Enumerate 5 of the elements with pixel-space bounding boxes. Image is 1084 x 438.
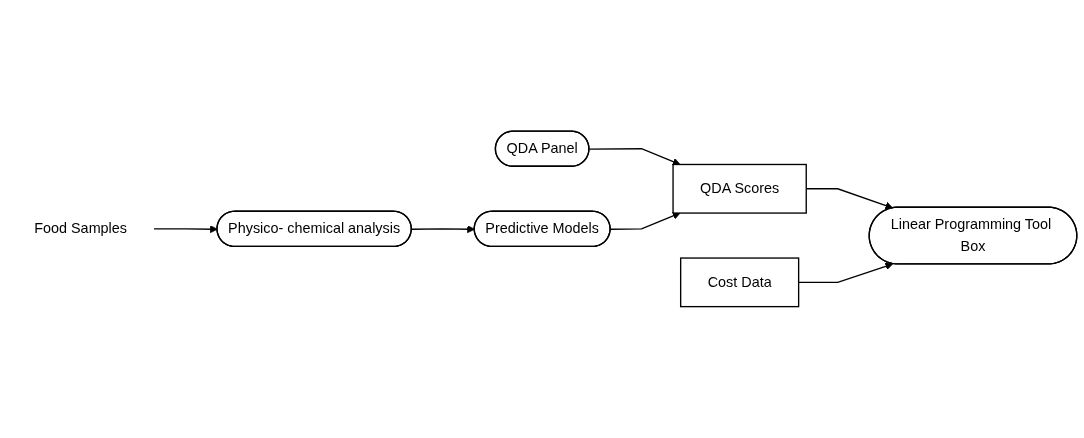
arrow xyxy=(153,225,218,234)
node-box: QDA Scores xyxy=(672,163,807,214)
node-box: Cost Data xyxy=(680,257,800,308)
node-text: Food Samples xyxy=(34,220,128,237)
arrow xyxy=(588,148,681,166)
